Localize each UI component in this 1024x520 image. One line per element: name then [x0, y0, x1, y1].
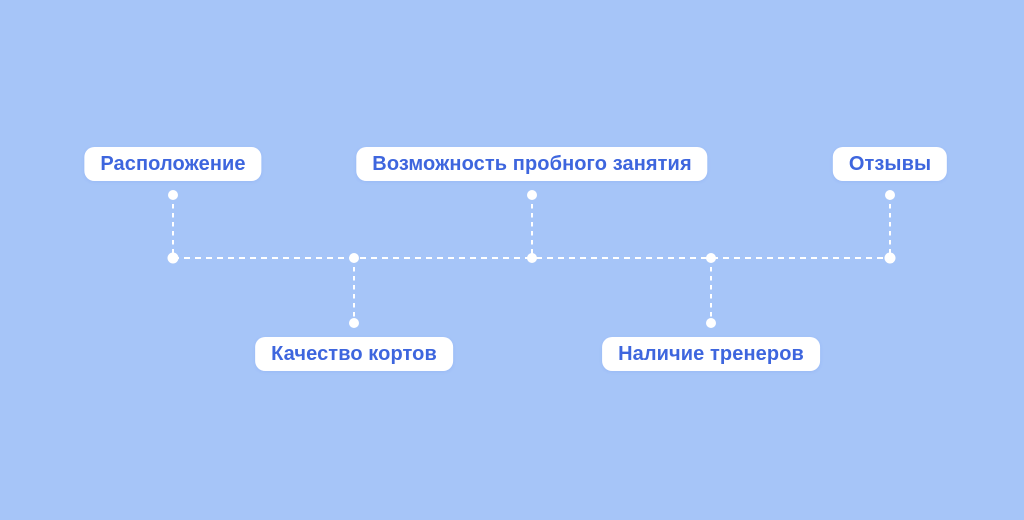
connector-dot [527, 190, 537, 200]
connector-dot [167, 252, 179, 264]
connector-dot [706, 318, 716, 328]
connector-dot [527, 253, 537, 263]
node-label-courts-quality: Качество кортов [255, 337, 453, 371]
connector-dot [706, 253, 716, 263]
connector-dot [349, 253, 359, 263]
node-label-trial-lesson: Возможность пробного занятия [356, 147, 708, 181]
connector-dot [349, 318, 359, 328]
connector-dot [168, 190, 178, 200]
node-label-location: Расположение [84, 147, 262, 181]
connector-dot [884, 252, 896, 264]
node-label-reviews: Отзывы [832, 147, 948, 181]
connector-dot [885, 190, 895, 200]
node-label-coaches: Наличие тренеров [602, 337, 820, 371]
